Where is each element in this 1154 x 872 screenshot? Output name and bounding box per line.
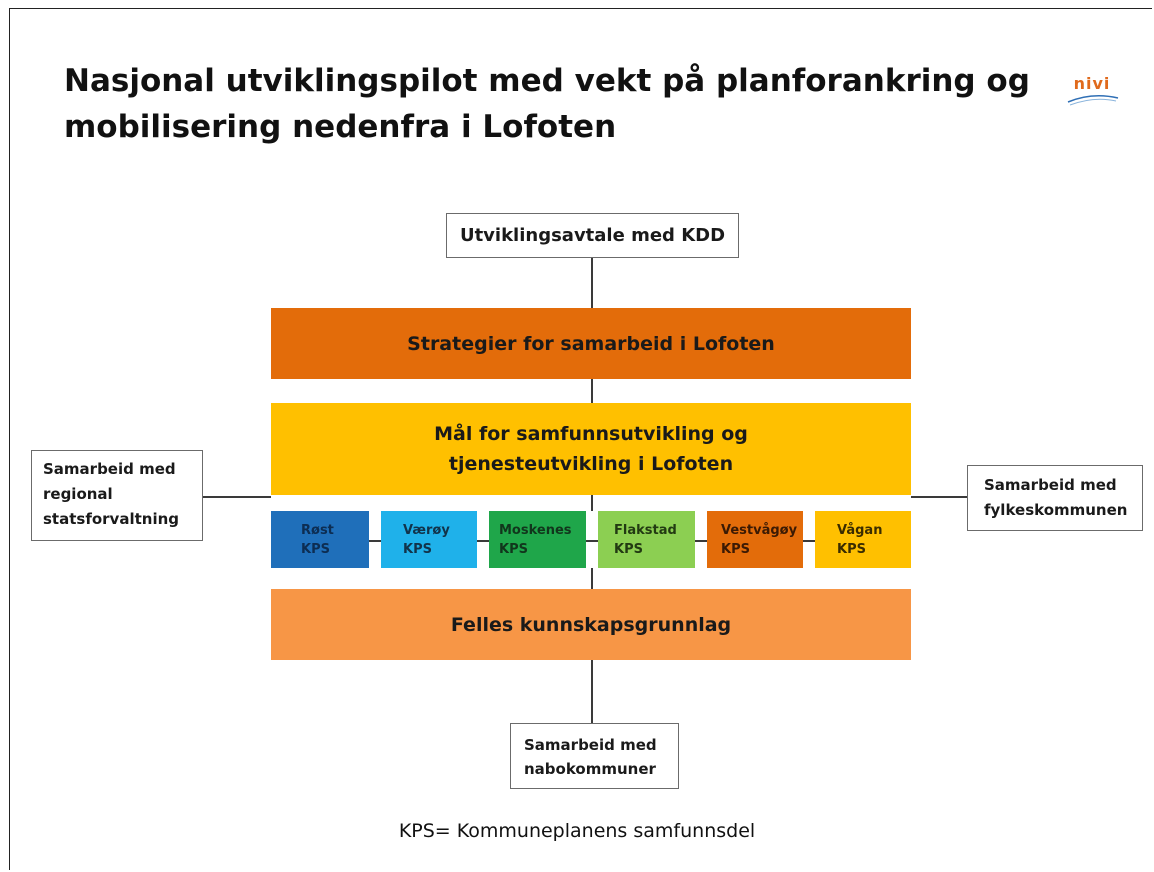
kps-vestvagoy-suffix: KPS [721,542,750,557]
regional-state-box: Samarbeid med regional statsforvaltning [31,450,203,541]
county-line-1: Samarbeid med [984,476,1117,494]
kps-moskenes-suffix: KPS [499,542,528,557]
logo-wordmark: nivi [1073,74,1111,93]
title-line-2: mobilisering nedenfra i Lofoten [64,109,617,145]
kps-vestvagoy-name: Vestvågøy [721,523,798,538]
neighbour-line-2: nabokommuner [524,760,656,778]
development-agreement-label: Utviklingsavtale med KDD [459,225,726,246]
connector-left [203,496,271,498]
slide-frame [9,8,1152,870]
regional-state-line-2: regional [43,485,113,503]
kps-veroy-name: Værøy [403,523,450,538]
connector-kps-knowledge [591,568,593,589]
kps-dash-1 [369,540,381,542]
kps-flakstad: Flakstad KPS [598,511,695,568]
slide-title: Nasjonal utviklingspilot med vekt på pla… [64,58,1044,150]
kps-rost-suffix: KPS [301,542,330,557]
kps-vagan-name: Vågan [837,523,883,538]
goals-label-line-1: Mål for samfunnsutvikling og [434,423,748,445]
nivi-logo: nivi [1062,74,1122,108]
neighbour-municipalities-box: Samarbeid med nabokommuner [510,723,679,789]
strategy-label: Strategier for samarbeid i Lofoten [407,332,775,355]
kps-rost-name: Røst [301,523,334,538]
kps-vagan: Vågan KPS [815,511,911,568]
regional-state-line-1: Samarbeid med [43,460,176,478]
county-line-2: fylkeskommunen [984,501,1128,519]
strategy-band: Strategier for samarbeid i Lofoten [271,308,911,379]
kps-vestvagoy: Vestvågøy KPS [707,511,803,568]
kps-moskenes-name: Moskenes [499,523,572,538]
kps-dash-5 [803,540,815,542]
knowledge-label: Felles kunnskapsgrunnlag [450,613,732,636]
goals-label-line-2: tjenesteutvikling i Lofoten [448,453,734,475]
kps-flakstad-suffix: KPS [614,542,643,557]
kps-dash-4 [695,540,707,542]
kps-footnote: KPS= Kommuneplanens samfunnsdel [398,820,756,842]
connector-top [591,258,593,308]
county-box: Samarbeid med fylkeskommunen [967,465,1143,531]
regional-state-line-3: statsforvaltning [43,510,179,528]
connector-bottom [591,660,593,723]
kps-dash-2 [477,540,489,542]
connector-goals-kps [591,495,593,511]
neighbour-line-1: Samarbeid med [524,736,657,754]
logo-swoosh [1067,95,1119,106]
kps-moskenes: Moskenes KPS [489,511,586,568]
knowledge-band: Felles kunnskapsgrunnlag [271,589,911,660]
title-line-1: Nasjonal utviklingspilot med vekt på pla… [64,63,1030,99]
kps-veroy-suffix: KPS [403,542,432,557]
development-agreement-box: Utviklingsavtale med KDD [446,213,739,258]
kps-flakstad-name: Flakstad [614,523,677,538]
connector-strategy-goals [591,379,593,403]
connector-right [911,496,967,498]
goals-band: Mål for samfunnsutvikling og tjenesteutv… [271,403,911,495]
kps-rost: Røst KPS [271,511,369,568]
kps-dash-3 [586,540,598,542]
kps-vagan-suffix: KPS [837,542,866,557]
kps-veroy: Værøy KPS [381,511,477,568]
